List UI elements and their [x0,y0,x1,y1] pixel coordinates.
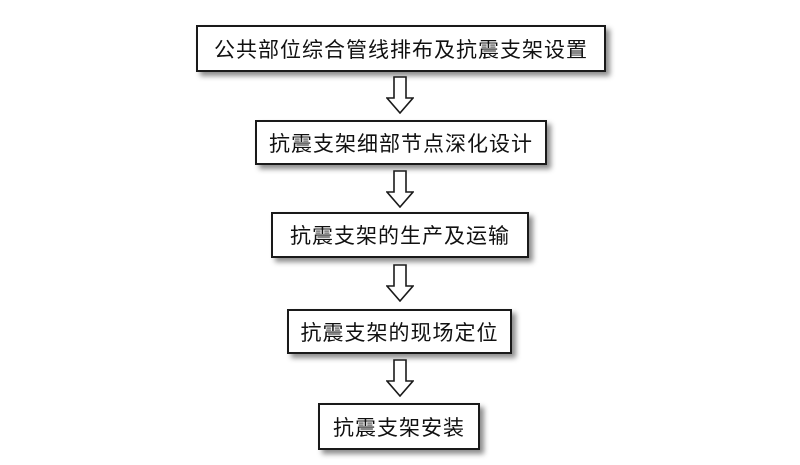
step-3-box: 抗震支架的生产及运输 [271,212,529,258]
step-1-label: 公共部位综合管线排布及抗震支架设置 [214,37,588,62]
step-4-box: 抗震支架的现场定位 [287,309,512,354]
step-2-label: 抗震支架细部节点深化设计 [269,131,533,156]
step-5-box: 抗震支架安装 [318,403,480,450]
step-4-label: 抗震支架的现场定位 [300,320,499,345]
hollow-down-arrow-icon [386,76,414,114]
step-1-box: 公共部位综合管线排布及抗震支架设置 [196,25,606,72]
hollow-down-arrow-icon [386,264,414,302]
hollow-down-arrow-icon [386,359,414,397]
step-3-label: 抗震支架的生产及运输 [290,224,510,248]
step-2-box: 抗震支架细部节点深化设计 [255,120,547,165]
step-5-label: 抗震支架安装 [333,415,465,440]
hollow-down-arrow-icon [386,170,414,208]
